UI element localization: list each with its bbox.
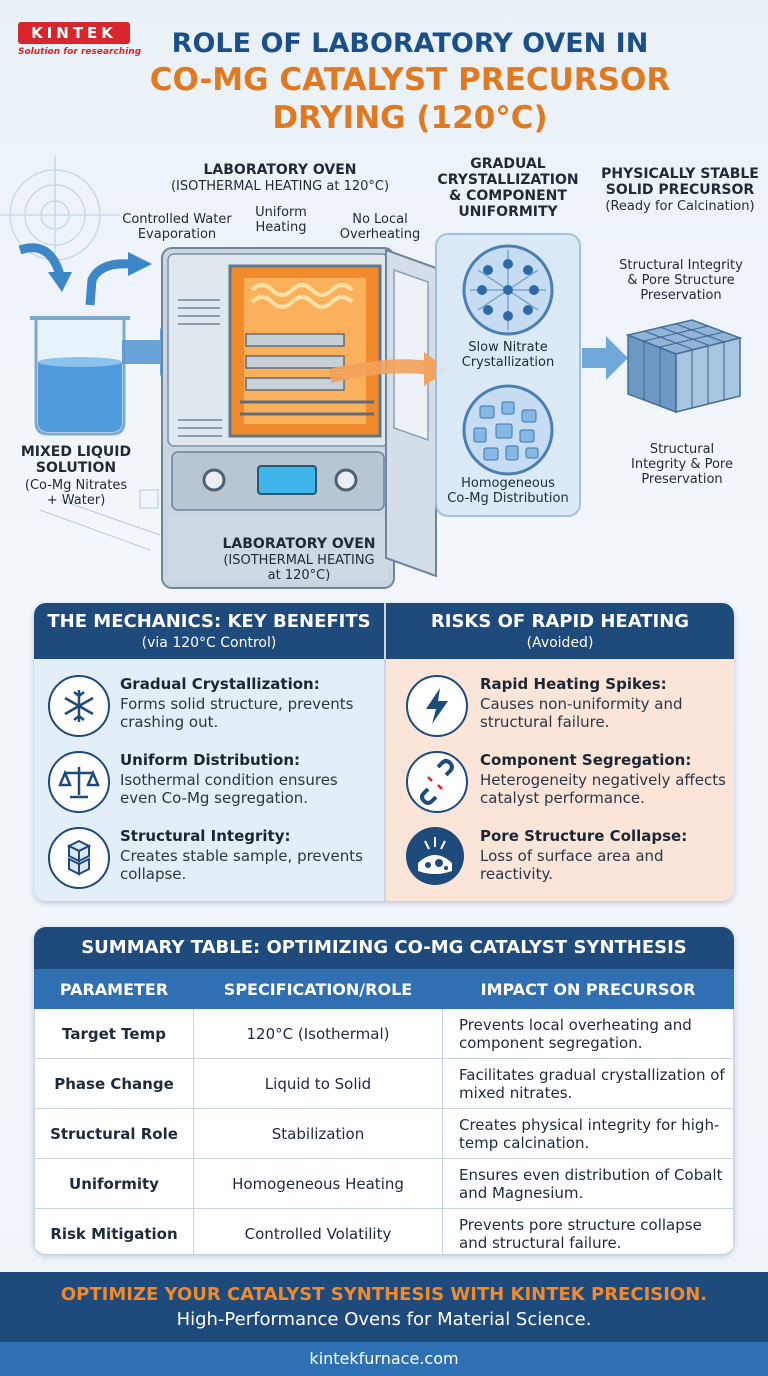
broken-link-icon — [406, 751, 468, 813]
risk-item-desc: Heterogeneity negatively affects catalys… — [480, 771, 726, 807]
benefit-item-title: Uniform Distribution: — [120, 751, 301, 769]
kintek-tagline: Solution for researching — [18, 47, 142, 57]
pore-collapse-icon — [406, 827, 464, 885]
summary-table-title: SUMMARY TABLE: OPTIMIZING CO-MG CATALYST… — [34, 927, 734, 969]
nitrate-lattice-icon — [462, 244, 554, 336]
footer-headline: OPTIMIZE YOUR CATALYST SYNTHESIS WITH KI… — [60, 1284, 708, 1305]
balance-scale-icon — [48, 751, 110, 813]
benefit-item: Structural Integrity: Creates stable sam… — [48, 825, 374, 891]
precursor-subtitle: (Ready for Calcination) — [605, 199, 755, 214]
flow-arrow-2 — [582, 336, 628, 380]
footer-url-bar — [0, 1342, 768, 1376]
inflow-arrow-right — [85, 259, 131, 306]
risk-item-title: Rapid Heating Spikes: — [480, 675, 667, 693]
page-title-line-3: DRYING (120°C) — [272, 100, 548, 136]
risk-item: Rapid Heating Spikes: Causes non-uniform… — [406, 673, 726, 739]
table-cell-impact: Prevents local overheating and component… — [442, 1008, 734, 1059]
benefits-subtitle: (via 120°C Control) — [141, 635, 277, 651]
table-cell-impact: Ensures even distribution of Cobalt and … — [442, 1158, 734, 1209]
oven-top-title: LABORATORY OVEN — [203, 162, 357, 178]
benefit-item: Gradual Crystallization: Forms solid str… — [48, 673, 374, 739]
table-cell-impact: Creates physical integrity for high-temp… — [442, 1108, 734, 1159]
table-header-row: PARAMETER SPECIFICATION/ROLE IMPACT ON P… — [34, 969, 734, 1009]
risk-item: Component Segregation: Heterogeneity neg… — [406, 749, 726, 815]
page-title-line-1: ROLE OF LABORATORY OVEN IN — [171, 28, 649, 59]
summary-table-panel: SUMMARY TABLE: OPTIMIZING CO-MG CATALYST… — [34, 927, 734, 1254]
table-row: Phase Change Liquid to Solid Facilitates… — [34, 1058, 734, 1109]
structural-integrity-label-top: Structural Integrity & Pore Structure Pr… — [619, 258, 743, 303]
table-cell-parameter: Risk Mitigation — [34, 1208, 194, 1254]
lightning-icon — [406, 675, 468, 737]
risks-title: RISKS OF RAPID HEATING — [430, 611, 690, 632]
snowflake-icon — [48, 675, 110, 737]
benefit-item-desc: Forms solid structure, prevents crashing… — [120, 695, 354, 731]
table-cell-specification: Controlled Volatility — [193, 1208, 443, 1254]
cubes-icon — [48, 827, 110, 889]
process-diagram — [0, 155, 743, 589]
table-cell-specification: Liquid to Solid — [193, 1058, 443, 1109]
oven-top-subtitle: (ISOTHERMAL HEATING at 120°C) — [170, 179, 390, 194]
table-cell-parameter: Phase Change — [34, 1058, 194, 1109]
oven-bottom-title: LABORATORY OVEN — [222, 536, 376, 552]
oven-bottom-subtitle: (ISOTHERMAL HEATING at 120°C) — [223, 553, 375, 583]
table-row: Target Temp 120°C (Isothermal) Prevents … — [34, 1008, 734, 1059]
benefit-item-title: Structural Integrity: — [120, 827, 291, 845]
benefit-item-title: Gradual Crystallization: — [120, 675, 320, 693]
label-controlled-water-evaporation: Controlled Water Evaporation — [122, 212, 232, 242]
liquid-solution-title: MIXED LIQUID SOLUTION — [20, 444, 132, 476]
heat-flow-arrow — [328, 359, 432, 383]
precursor-title: PHYSICALLY STABLE SOLID PRECURSOR — [601, 166, 759, 198]
benefit-item-desc: Creates stable sample, prevents collapse… — [120, 847, 363, 883]
footer-url-link[interactable]: kintekfurnace.com — [309, 1349, 459, 1368]
technical-rings-decor — [0, 155, 120, 275]
benefit-item: Uniform Distribution: Isothermal conditi… — [48, 749, 374, 815]
table-cell-specification: 120°C (Isothermal) — [193, 1008, 443, 1059]
slow-nitrate-label: Slow Nitrate Crystallization — [461, 340, 555, 370]
table-cell-specification: Stabilization — [193, 1108, 443, 1159]
risk-item-title: Pore Structure Collapse: — [480, 827, 688, 845]
label-uniform-heating: Uniform Heating — [255, 205, 307, 235]
benefits-risks-panel: THE MECHANICS: KEY BENEFITS (via 120°C C… — [34, 603, 734, 901]
page-title-line-2: CO-MG CATALYST PRECURSOR — [149, 62, 671, 98]
table-header-cell: IMPACT ON PRECURSOR — [442, 969, 734, 1009]
table-header-cell: SPECIFICATION/ROLE — [193, 969, 443, 1009]
table-cell-parameter: Structural Role — [34, 1108, 194, 1159]
label-no-local-overheating: No Local Overheating — [339, 212, 421, 242]
kintek-logo: KINTEK — [18, 22, 130, 44]
benefits-title: THE MECHANICS: KEY BENEFITS — [47, 611, 371, 632]
table-row: Structural Role Stabilization Creates ph… — [34, 1108, 734, 1159]
crystallization-title: GRADUAL CRYSTALLIZATION & COMPONENT UNIF… — [437, 156, 579, 220]
risk-item-desc: Loss of surface area and reactivity. — [480, 847, 664, 883]
co-mg-distribution-icon — [462, 384, 554, 476]
inflow-arrow-left — [18, 243, 65, 277]
table-header-cell: PARAMETER — [34, 969, 194, 1009]
table-row: Risk Mitigation Controlled Volatility Pr… — [34, 1208, 734, 1254]
footer-subline: High-Performance Ovens for Material Scie… — [176, 1309, 592, 1330]
summary-table: PARAMETER SPECIFICATION/ROLE IMPACT ON P… — [34, 969, 734, 1254]
benefit-item-desc: Isothermal condition ensures even Co-Mg … — [120, 771, 338, 807]
table-cell-parameter: Target Temp — [34, 1008, 194, 1059]
table-cell-specification: Homogeneous Heating — [193, 1158, 443, 1209]
risk-item-desc: Causes non-uniformity and structural fai… — [480, 695, 683, 731]
structural-integrity-label-bottom: Structural Integrity & Pore Preservation — [631, 442, 733, 487]
solid-precursor-cube-icon — [625, 319, 743, 414]
risks-subtitle: (Avoided) — [526, 635, 594, 651]
table-cell-impact: Prevents pore structure collapse and str… — [442, 1208, 734, 1254]
laboratory-oven-icon — [161, 247, 395, 589]
table-cell-parameter: Uniformity — [34, 1158, 194, 1209]
table-cell-impact: Facilitates gradual crystallization of m… — [442, 1058, 734, 1109]
risk-item-title: Component Segregation: — [480, 751, 692, 769]
liquid-solution-subtitle: (Co-Mg Nitrates + Water) — [24, 478, 128, 508]
risk-item: Pore Structure Collapse: Loss of surface… — [406, 825, 726, 891]
table-row: Uniformity Homogeneous Heating Ensures e… — [34, 1158, 734, 1209]
beaker-icon — [30, 316, 130, 436]
homogeneous-distribution-label: Homogeneous Co-Mg Distribution — [447, 476, 569, 506]
